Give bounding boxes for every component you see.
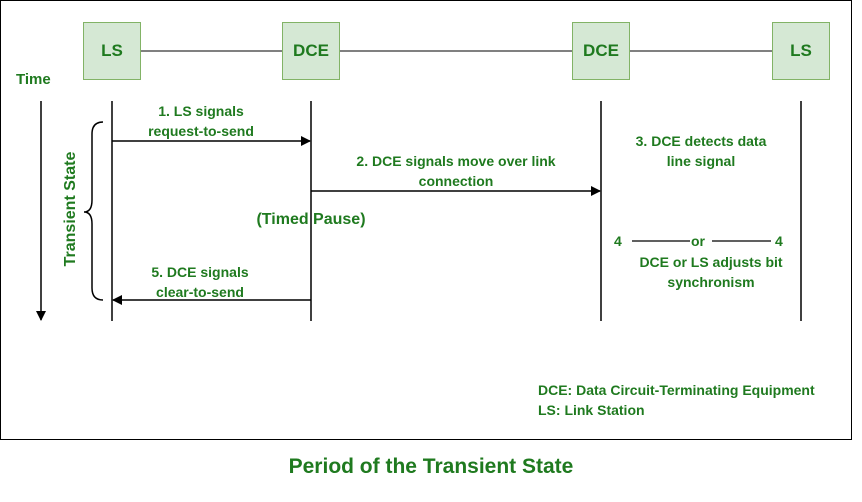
node-ls-right: LS [772, 22, 830, 80]
transient-brace [83, 121, 104, 301]
node-label: LS [101, 41, 123, 60]
step4-number-left: 4 [614, 233, 622, 249]
step4-number-right: 4 [775, 233, 783, 249]
node-ls-left: LS [83, 22, 141, 80]
timed-pause-label: (Timed Pause) [256, 211, 366, 228]
legend-dce: DCE: Data Circuit-Terminating Equipment [538, 382, 815, 398]
time-label: Time [16, 71, 51, 88]
step2-label: 2. DCE signals move over link connection [356, 153, 556, 189]
step4-label: DCE or LS adjusts bit synchronism [639, 254, 783, 290]
node-dce-left: DCE [282, 22, 340, 80]
diagram-frame [0, 0, 852, 440]
node-label: DCE [293, 41, 329, 60]
step3-label: 3. DCE detects data line signal [635, 133, 767, 169]
caption: Period of the Transient State [288, 455, 574, 478]
step1-label: 1. LS signals request-to-send [148, 103, 254, 139]
step4-or: or [691, 233, 705, 249]
step5-label: 5. DCE signals clear-to-send [151, 264, 249, 300]
legend-ls: LS: Link Station [538, 402, 645, 418]
node-dce-right: DCE [572, 22, 630, 80]
transient-state-label: Transient State [62, 151, 79, 267]
node-label: LS [790, 41, 812, 60]
node-label: DCE [583, 41, 619, 60]
